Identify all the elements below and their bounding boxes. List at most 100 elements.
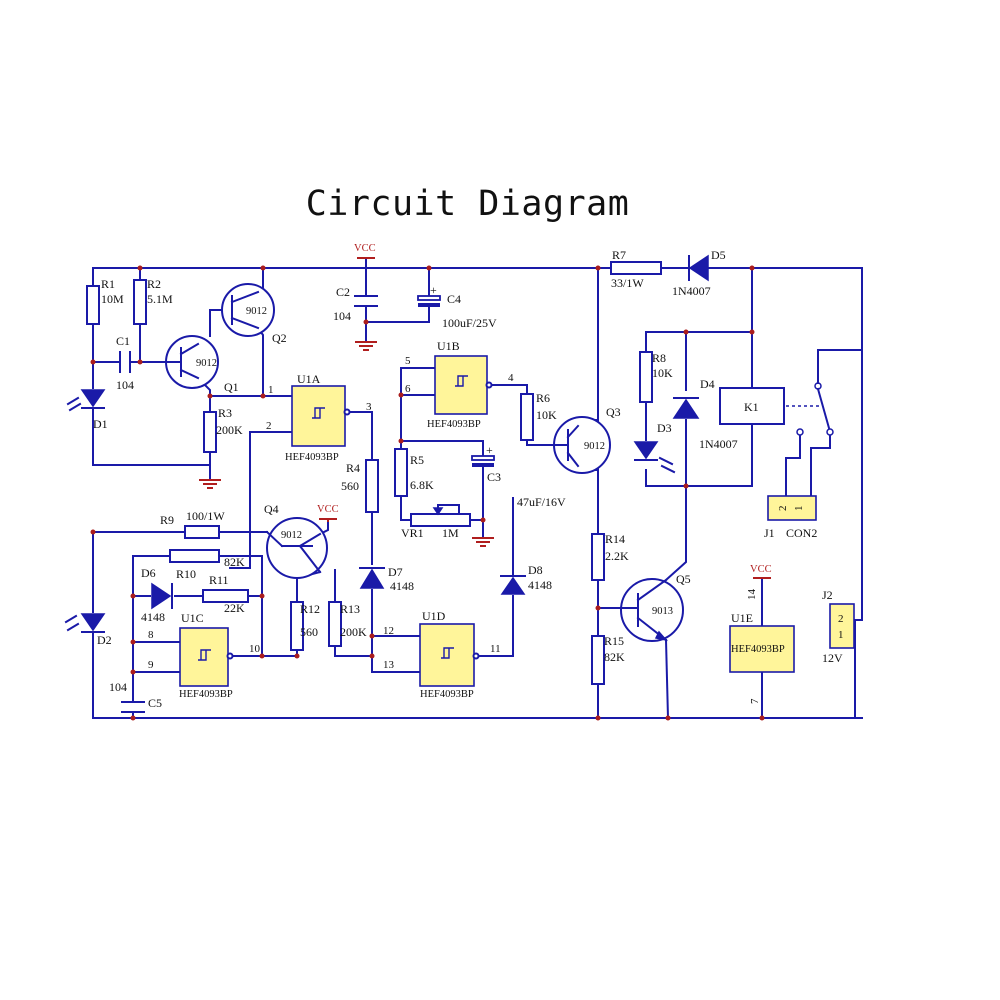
resistor-r5: R5 6.8K (394, 448, 434, 497)
gate-u1d: U1D HEF4093BP 12 13 11 (383, 609, 501, 700)
svg-text:2: 2 (777, 506, 789, 512)
capacitor-c5: 104 C5 (109, 680, 162, 713)
resistor-r3: R3 200K (203, 406, 243, 453)
c5-value: 104 (109, 680, 127, 694)
r12-ref: R12 (300, 602, 320, 616)
svg-text:+: + (486, 443, 493, 457)
r9-ref: R9 (160, 513, 174, 527)
r1-ref: R1 (101, 277, 115, 291)
svg-text:1: 1 (793, 506, 805, 512)
u1d-ref: U1D (422, 609, 446, 623)
svg-text:7: 7 (749, 698, 761, 704)
gate-u1a: U1A HEF4093BP 1 2 3 (266, 372, 372, 463)
q3-value: 9012 (584, 441, 605, 452)
r7-ref: R7 (612, 248, 626, 262)
potentiometer-vr1: VR1 1M (401, 504, 471, 540)
r13-ref: R13 (340, 602, 360, 616)
svg-text:2: 2 (266, 420, 272, 432)
transistor-q1: 9012 Q1 (164, 335, 239, 394)
c4-ref: C4 (447, 292, 461, 306)
j2-value: 12V (822, 651, 843, 665)
d4-value: 1N4007 (699, 437, 738, 451)
q3-ref: Q3 (606, 405, 621, 419)
d7-ref: D7 (388, 565, 403, 579)
gate-u1e: U1E HEF4093BP 14 7 (729, 589, 795, 704)
r4-value: 560 (341, 479, 359, 493)
r5-value: 6.8K (410, 478, 434, 492)
d6-value: 4148 (141, 610, 165, 624)
r11-ref: R11 (209, 573, 229, 587)
r3-value: 200K (216, 423, 243, 437)
relay-k1: K1 (719, 359, 834, 436)
resistor-r8: R8 10K (639, 351, 673, 403)
svg-text:8: 8 (148, 629, 154, 641)
u1c-part: HEF4093BP (179, 689, 233, 700)
q1-ref: Q1 (224, 380, 239, 394)
d2-ref: D2 (97, 633, 112, 647)
c4-value: 100uF/25V (442, 316, 497, 330)
d4-ref: D4 (700, 377, 715, 391)
c3-value: 47uF/16V (517, 495, 566, 509)
r10-value: 82K (224, 555, 245, 569)
d3-ref: D3 (657, 421, 672, 435)
resistor-r1: R1 10M (86, 277, 124, 325)
resistor-r13: R13 200K (328, 601, 367, 647)
vcc-symbol-u1e: VCC (750, 564, 772, 579)
c2-value: 104 (333, 309, 351, 323)
u1c-ref: U1C (181, 611, 204, 625)
r7-value: 33/1W (611, 276, 644, 290)
wires (92, 259, 863, 720)
r15-value: 82K (604, 650, 625, 664)
diode-d5: D5 1N4007 (660, 248, 726, 298)
k1-ref: K1 (744, 400, 759, 414)
r6-ref: R6 (536, 391, 550, 405)
resistor-r12: R12 560 (290, 601, 320, 651)
j2-ref: J2 (822, 588, 833, 602)
vr1-ref: VR1 (401, 526, 424, 540)
svg-text:1: 1 (838, 629, 844, 641)
r13-value: 200K (340, 625, 367, 639)
svg-text:13: 13 (383, 659, 395, 671)
vcc-symbol-q4: VCC (317, 504, 339, 522)
r6-value: 10K (536, 408, 557, 422)
transistor-q5: 9013 Q5 (619, 572, 691, 642)
d5-ref: D5 (711, 248, 726, 262)
svg-text:6: 6 (405, 383, 411, 395)
vr1-value: 1M (442, 526, 459, 540)
svg-text:11: 11 (490, 643, 501, 655)
r11-value: 22K (224, 601, 245, 615)
diode-d4: D4 1N4007 (672, 377, 738, 451)
u1b-ref: U1B (437, 339, 460, 353)
svg-text:VCC: VCC (317, 504, 339, 515)
c1-ref: C1 (116, 334, 130, 348)
resistor-r6: R6 10K (520, 391, 557, 441)
r2-ref: R2 (147, 277, 161, 291)
r8-ref: R8 (652, 351, 666, 365)
connector-j1: 2 1 J1 CON2 (764, 495, 817, 540)
junction-dots (90, 265, 765, 721)
resistor-r7: R7 33/1W (610, 248, 662, 290)
q1-value: 9012 (196, 358, 217, 369)
svg-text:12: 12 (383, 625, 394, 637)
q5-ref: Q5 (676, 572, 691, 586)
r14-ref: R14 (605, 532, 625, 546)
svg-text:5: 5 (405, 355, 411, 367)
transistor-q3: 9012 Q3 (551, 405, 621, 474)
q2-value: 9012 (246, 306, 267, 317)
gate-u1b: U1B HEF4093BP 5 6 4 (405, 339, 514, 430)
svg-text:4: 4 (508, 372, 514, 384)
gate-u1c: U1C HEF4093BP 8 9 10 (148, 611, 261, 700)
r4-ref: R4 (346, 461, 360, 475)
svg-text:1: 1 (268, 384, 274, 396)
resistor-r9: R9 100/1W (160, 509, 225, 539)
q2-ref: Q2 (272, 331, 287, 345)
q4-ref: Q4 (264, 502, 279, 516)
d7-value: 4148 (390, 579, 414, 593)
j1-ref: J1 (764, 526, 775, 540)
r1-value: 10M (101, 292, 124, 306)
svg-text:VCC: VCC (354, 243, 376, 254)
page-title: Circuit Diagram (305, 184, 630, 224)
c3-ref: C3 (487, 470, 501, 484)
d6-ref: D6 (141, 566, 156, 580)
svg-text:2: 2 (838, 613, 844, 625)
